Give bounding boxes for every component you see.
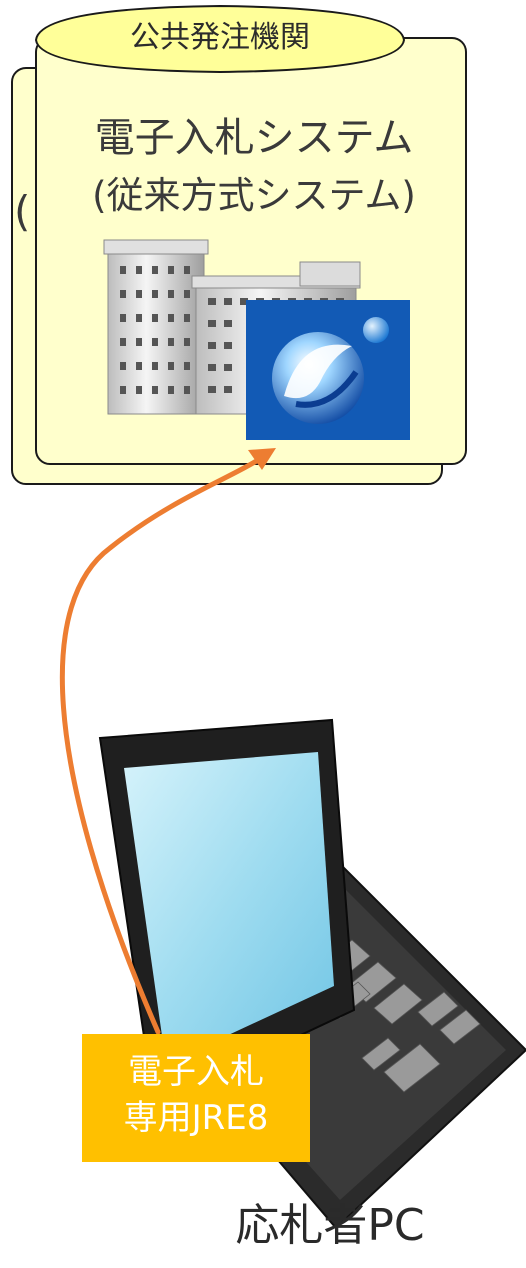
system-title: 電子入札システム	[44, 112, 464, 164]
back-panel-paren: (	[14, 186, 30, 238]
agency-label: 公共発注機関	[70, 18, 370, 58]
pc-label: 応札者PC	[180, 1198, 480, 1254]
jre-badge-line2: 専用JRE8	[82, 1096, 310, 1140]
system-subtitle: (従来方式システム)	[44, 170, 464, 222]
jre-badge: 電子入札 専用JRE8	[82, 1034, 310, 1162]
jre-badge-line1: 電子入札	[82, 1050, 310, 1094]
app-logo-icon	[246, 300, 410, 440]
